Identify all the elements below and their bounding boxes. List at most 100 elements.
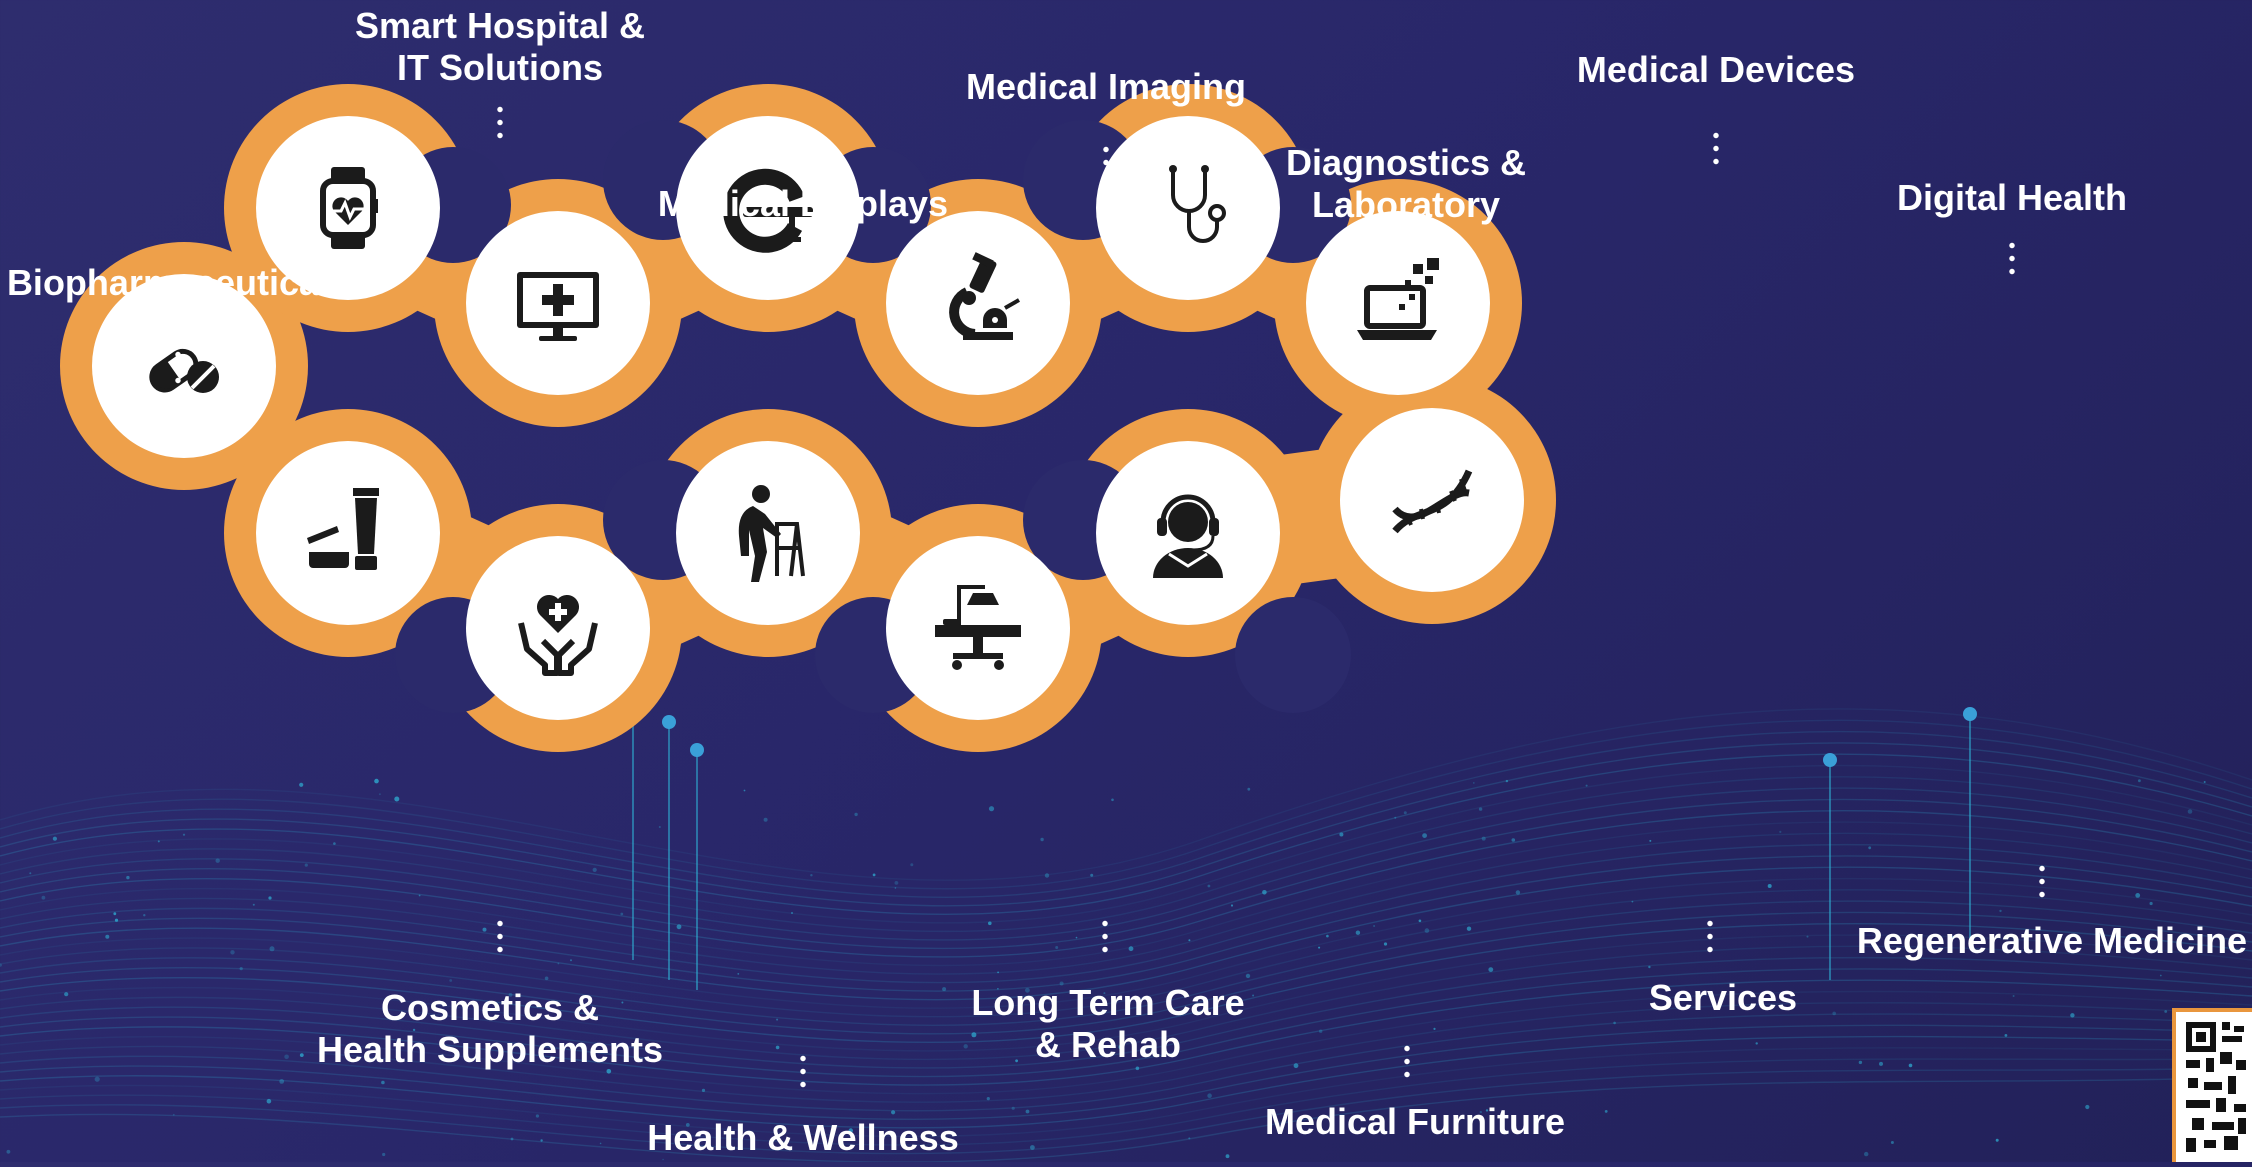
particle-dot xyxy=(658,826,661,828)
particle-dot xyxy=(0,963,2,967)
particle-dot xyxy=(2138,779,2141,783)
leader-dots xyxy=(800,1052,806,1094)
particle-dot xyxy=(1207,884,1211,888)
particle-dot xyxy=(1188,1137,1191,1140)
particle-dot xyxy=(971,1032,977,1038)
wave-line xyxy=(0,979,2252,1086)
wave-line xyxy=(0,866,2252,1001)
particle-dot xyxy=(1424,928,1430,933)
particle-dot xyxy=(113,912,117,916)
particle-dot xyxy=(1868,846,1872,850)
leader-dots xyxy=(1403,237,1409,279)
particle-dot xyxy=(1433,1027,1436,1030)
label-medical-imaging: Medical Imaging xyxy=(965,66,1247,107)
stethoscope-icon xyxy=(1169,165,1226,243)
node-smart-hospital xyxy=(256,116,440,300)
leader-dots xyxy=(800,238,806,280)
node-disc xyxy=(1096,116,1280,300)
wave-line xyxy=(0,810,2252,958)
leader-dots xyxy=(1707,917,1713,959)
particle-dot xyxy=(94,1076,100,1082)
particle-dot xyxy=(182,833,186,836)
node-disc xyxy=(1340,408,1524,592)
label-cosmetics: Cosmetics & Health Supplements xyxy=(316,987,664,1070)
particle-dot xyxy=(1952,935,1955,939)
particle-dot xyxy=(620,912,624,916)
particle-dot xyxy=(230,950,235,955)
leader-dots xyxy=(1102,917,1108,959)
wave-line xyxy=(0,730,2252,898)
particle-dot xyxy=(1319,1029,1323,1033)
wave-line xyxy=(0,753,2252,916)
particle-dot xyxy=(1030,1145,1035,1150)
label-services: Services xyxy=(1648,977,1798,1018)
node-medical-displays xyxy=(466,211,650,395)
node-disc xyxy=(886,211,1070,395)
particle-dot xyxy=(482,927,487,932)
wave-line xyxy=(0,1067,2252,1155)
label-long-term-care: Long Term Care & Rehab xyxy=(971,982,1245,1065)
dna-icon xyxy=(1392,469,1473,534)
particle-dot xyxy=(848,1128,853,1133)
particle-dot xyxy=(621,1001,624,1004)
microscope-icon xyxy=(949,252,1020,340)
particle-dot xyxy=(1075,936,1078,939)
wave-line xyxy=(0,1013,2252,1112)
wave-line xyxy=(0,945,2252,1061)
particle-dot xyxy=(1394,816,1397,819)
particle-dot xyxy=(570,959,572,962)
particle-dot xyxy=(2070,1013,2075,1018)
particle-dot xyxy=(894,881,899,885)
particle-dot xyxy=(1326,934,1329,938)
particle-dot xyxy=(1040,837,1044,842)
particle-dot xyxy=(412,1028,416,1032)
particle-dot xyxy=(1245,973,1251,979)
particle-dot xyxy=(891,1110,896,1115)
particle-dot xyxy=(143,914,146,917)
particle-dot xyxy=(810,874,813,877)
particle-dot xyxy=(872,873,876,877)
particle-dot xyxy=(1995,1138,1999,1142)
particle-dot xyxy=(1481,836,1486,841)
wave-line xyxy=(0,900,2252,1026)
particle-dot xyxy=(1339,832,1344,837)
particle-dot xyxy=(2164,1010,2168,1013)
particle-dot xyxy=(1806,935,1809,938)
particle-dot xyxy=(1252,994,1255,997)
particle-dot xyxy=(599,1142,602,1145)
particle-dot xyxy=(266,1098,272,1104)
particle-dot xyxy=(1059,981,1064,986)
particle-dot xyxy=(1225,1154,1230,1159)
wave-line xyxy=(0,968,2252,1078)
wave-line xyxy=(0,708,2252,881)
particle-dot xyxy=(942,987,947,992)
particle-dot xyxy=(1604,1110,1608,1113)
glow-bulb xyxy=(1963,707,1977,721)
node-medical-imaging xyxy=(676,116,860,300)
particle-dot xyxy=(1111,798,1114,802)
particle-dot xyxy=(126,875,130,880)
particle-dot xyxy=(1832,1011,1836,1016)
particle-dot xyxy=(1505,779,1509,783)
particle-dot xyxy=(268,896,272,900)
monitor-icon xyxy=(517,272,599,341)
particle-dot xyxy=(1485,1109,1489,1112)
particle-dot xyxy=(2004,1034,2008,1037)
particle-dot xyxy=(592,867,597,873)
particle-dot xyxy=(963,1044,968,1049)
particle-dot xyxy=(540,1139,543,1142)
track-gap xyxy=(1235,597,1351,713)
particle-dot xyxy=(2187,809,2193,814)
label-health-wellness: Health & Wellness xyxy=(647,1117,959,1158)
particle-dot xyxy=(1779,830,1782,834)
wave-line xyxy=(0,1076,2252,1162)
wave-line xyxy=(0,798,2252,950)
leader-dots xyxy=(497,917,503,959)
node-disc xyxy=(1306,211,1490,395)
particle-dot xyxy=(1090,873,1094,877)
particle-dot xyxy=(157,840,160,843)
particle-dot xyxy=(986,1097,990,1101)
particle-dot xyxy=(379,793,381,796)
label-diagnostics: Diagnostics & Laboratory xyxy=(1285,142,1527,225)
